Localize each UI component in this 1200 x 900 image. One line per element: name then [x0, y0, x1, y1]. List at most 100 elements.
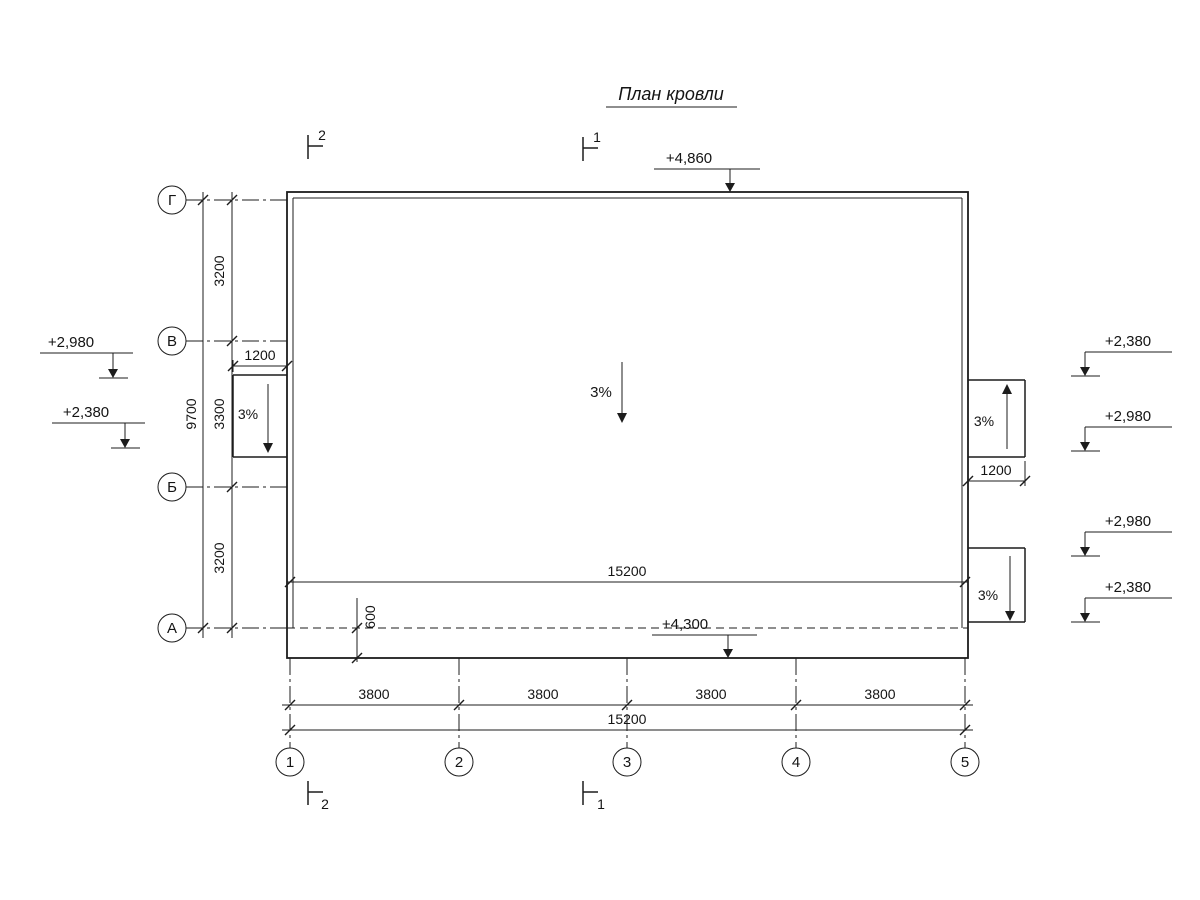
- dim-tick: [226, 622, 238, 634]
- dim-tick: [284, 576, 296, 588]
- slope-arrowhead-icon: [617, 413, 627, 423]
- section-number: 1: [597, 796, 605, 812]
- dim-value: 3800: [527, 686, 558, 702]
- slope-arrowhead-icon: [1005, 611, 1015, 621]
- section-cut-1-top: 1: [582, 129, 601, 161]
- elevation-arrow-icon: [120, 439, 130, 448]
- axis-bubble: [157, 472, 187, 502]
- dim-tick: [226, 194, 238, 206]
- dim-value: 3300: [211, 398, 227, 429]
- dim-eave-offset: 600: [351, 598, 378, 664]
- section-number: 1: [593, 129, 601, 145]
- elevation-value: +2,380: [63, 404, 109, 421]
- dim-value: 3200: [211, 255, 227, 286]
- axis-bubble: [444, 747, 474, 777]
- axis-bubble: [157, 613, 187, 643]
- dim-chain-left-segments: 3200 3300 3200: [211, 192, 238, 638]
- axis-label: А: [167, 620, 177, 637]
- dim-inner-width: 15200: [284, 563, 971, 588]
- section-cut-2-top: 2: [307, 127, 326, 159]
- axis-bubble: [950, 747, 980, 777]
- axis-label: 2: [455, 754, 463, 771]
- dim-value: 3800: [864, 686, 895, 702]
- dim-tick: [1019, 475, 1031, 487]
- elevation-value: +2,380: [1105, 579, 1151, 596]
- section-cut-2-bottom: 2: [307, 781, 329, 812]
- section-number: 2: [318, 127, 326, 143]
- dim-tick: [197, 194, 209, 206]
- dim-tick: [959, 724, 971, 736]
- elevation-arrow-icon: [1080, 367, 1090, 376]
- dim-tick: [959, 576, 971, 588]
- dim-tick: [227, 360, 239, 372]
- dim-value: 3800: [358, 686, 389, 702]
- elevation-arrow-icon: [725, 183, 735, 192]
- roof-outer-edge: [286, 191, 969, 659]
- axis-row-g: Г: [157, 185, 287, 215]
- axis-bubble: [612, 747, 642, 777]
- slope-arrowhead-icon: [263, 443, 273, 453]
- dim-value: 3200: [211, 542, 227, 573]
- axis-bubble: [275, 747, 305, 777]
- axis-label: 4: [792, 754, 800, 771]
- canopy-right-upper: 3% 1200: [962, 379, 1031, 487]
- dim-canopy-right-width: 1200: [962, 461, 1031, 487]
- axis-label: Б: [167, 479, 177, 496]
- elevation-arrow-icon: [723, 649, 733, 658]
- elevation-value: +2,980: [1105, 408, 1151, 425]
- axis-label: Г: [168, 192, 176, 209]
- axis-bubble: [157, 326, 187, 356]
- dim-value: 1200: [980, 462, 1011, 478]
- section-number: 2: [321, 796, 329, 812]
- dim-tick: [284, 724, 296, 736]
- slope-label: 3%: [238, 406, 258, 422]
- elevation-roof-low: +4,300: [652, 616, 757, 658]
- elevation-arrow-icon: [1080, 613, 1090, 622]
- dim-tick: [962, 475, 974, 487]
- dim-chain-bottom-segments: 3800 3800 3800 3800: [282, 686, 973, 711]
- drawing-title: План кровли: [606, 84, 737, 108]
- axis-col-3: 3: [612, 658, 642, 777]
- axis-label: 1: [286, 754, 294, 771]
- canopy-right-upper-slope: 3%: [974, 384, 1012, 449]
- axis-label: В: [167, 333, 177, 350]
- slope-arrowhead-icon: [1002, 384, 1012, 394]
- canopy-right-lower: 3%: [968, 547, 1026, 623]
- elevation-right-3: +2,980: [1071, 513, 1172, 557]
- elevation-value: +2,980: [48, 334, 94, 351]
- elevation-value: +4,300: [662, 616, 708, 633]
- dim-tick: [197, 622, 209, 634]
- axis-label: 3: [623, 754, 631, 771]
- title-text: План кровли: [618, 84, 724, 104]
- dim-value: 9700: [183, 398, 199, 429]
- axis-col-4: 4: [781, 658, 811, 777]
- elevation-arrow-icon: [1080, 442, 1090, 451]
- axis-bubble: [157, 185, 187, 215]
- dim-value: 3800: [695, 686, 726, 702]
- slope-label: 3%: [974, 413, 994, 429]
- elevation-value: +2,980: [1105, 513, 1151, 530]
- dim-value: 15200: [608, 711, 647, 727]
- elevation-right-1: +2,380: [1071, 333, 1172, 377]
- axis-col-5: 5: [950, 658, 980, 777]
- dim-tick: [281, 360, 293, 372]
- elevation-left-upper: +2,980: [40, 334, 133, 379]
- dim-canopy-left-width: 1200: [227, 347, 293, 372]
- elevation-value: +2,380: [1105, 333, 1151, 350]
- elevation-right-2: +2,980: [1071, 408, 1172, 452]
- building-outline: [286, 191, 969, 659]
- section-cut-1-bottom: 1: [582, 781, 605, 812]
- main-roof-slope: 3%: [590, 362, 627, 423]
- axis-col-1: 1: [275, 658, 305, 777]
- axis-row-b: Б: [157, 472, 287, 502]
- slope-label: 3%: [590, 384, 612, 401]
- dim-chain-left-total: 9700: [183, 192, 209, 638]
- axis-row-a: А: [157, 613, 287, 643]
- axis-col-2: 2: [444, 658, 474, 777]
- dim-tick: [284, 699, 296, 711]
- elevation-arrow-icon: [1080, 547, 1090, 556]
- dim-tick: [351, 652, 363, 664]
- canopy-left: 3% 1200: [227, 347, 293, 458]
